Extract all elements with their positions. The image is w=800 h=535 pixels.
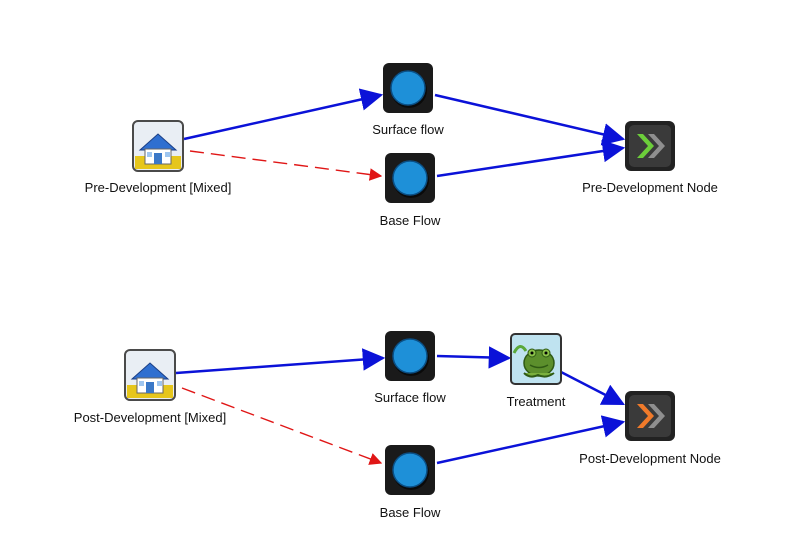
pre-base-flow-node[interactable] xyxy=(384,152,436,204)
green-chevron-icon xyxy=(625,121,675,171)
pre-catchment-node[interactable] xyxy=(132,120,184,172)
pre-development-node[interactable] xyxy=(624,120,676,172)
link-pre-catchment-to-base[interactable] xyxy=(189,150,383,181)
house-icon xyxy=(132,120,184,172)
frog-icon xyxy=(510,333,562,385)
post-treatment-label: Treatment xyxy=(506,394,566,409)
blue-circle-icon xyxy=(385,153,435,203)
link-post-base-to-node[interactable] xyxy=(436,415,626,465)
post-catchment-label: Post-Development [Mixed] xyxy=(73,410,227,425)
link-pre-surface-to-node[interactable] xyxy=(434,93,626,146)
link-pre-base-to-node[interactable] xyxy=(436,139,626,178)
post-surface-flow-node[interactable] xyxy=(384,330,436,382)
link-post-surface-to-treatment[interactable] xyxy=(436,346,512,369)
blue-circle-icon xyxy=(385,445,435,495)
post-catchment-node[interactable] xyxy=(124,349,176,401)
post-surface-flow-label: Surface flow xyxy=(374,390,446,405)
pre-catchment-label: Pre-Development [Mixed] xyxy=(84,180,232,195)
pre-surface-flow-label: Surface flow xyxy=(372,122,444,137)
link-post-catchment-to-base[interactable] xyxy=(181,387,383,465)
link-post-catchment-to-surface[interactable] xyxy=(175,348,386,375)
post-treatment-node[interactable] xyxy=(510,333,562,385)
link-pre-catchment-to-surface[interactable] xyxy=(183,88,384,141)
post-development-node[interactable] xyxy=(624,390,676,442)
pre-development-node-label: Pre-Development Node xyxy=(582,180,718,195)
house-icon xyxy=(124,349,176,401)
link-post-treatment-to-node[interactable] xyxy=(560,370,625,406)
orange-chevron-icon xyxy=(625,391,675,441)
pre-surface-flow-node[interactable] xyxy=(382,62,434,114)
post-base-flow-label: Base Flow xyxy=(379,505,441,520)
post-development-node-label: Post-Development Node xyxy=(579,451,721,466)
post-base-flow-node[interactable] xyxy=(384,444,436,496)
pre-base-flow-label: Base Flow xyxy=(379,213,441,228)
blue-circle-icon xyxy=(385,331,435,381)
blue-circle-icon xyxy=(383,63,433,113)
